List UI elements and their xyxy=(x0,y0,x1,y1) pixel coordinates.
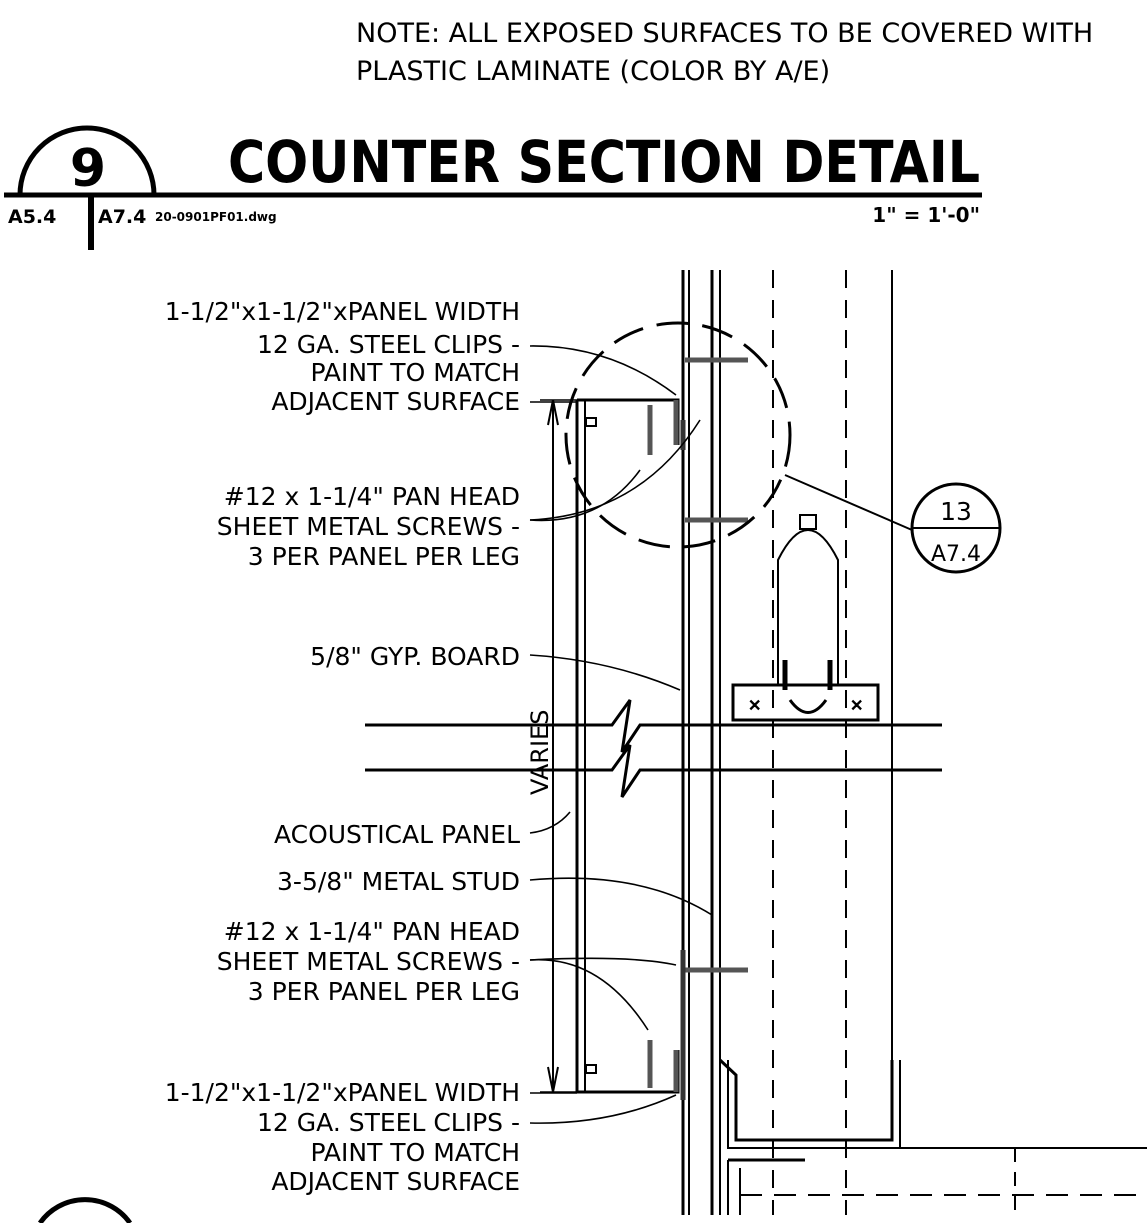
bottom-clips-line-2: 12 GA. STEEL CLIPS - xyxy=(257,1108,520,1137)
leader-lines xyxy=(529,345,713,1124)
bottom-screws-line-2: SHEET METAL SCREWS - xyxy=(217,947,520,976)
top-clip xyxy=(577,398,680,445)
acoustical-panel xyxy=(575,357,748,1100)
sheet-ref-right: A7.4 xyxy=(98,206,146,228)
fixture-body xyxy=(777,529,839,685)
detail-bubble-arc xyxy=(17,125,157,196)
wall-assembly xyxy=(681,270,1147,1215)
bottom-clips-line-1: 1-1/2"x1-1/2"xPANEL WIDTH xyxy=(165,1078,520,1107)
top-clips-line-2: 12 GA. STEEL CLIPS - xyxy=(257,330,520,359)
detail-title: COUNTER SECTION DETAIL xyxy=(228,128,980,196)
top-screws-line-2: SHEET METAL SCREWS - xyxy=(217,512,520,541)
bottom-fastener xyxy=(585,1064,597,1074)
next-detail-bubble-arc xyxy=(37,1197,133,1223)
general-note: NOTE: ALL EXPOSED SURFACES TO BE COVERED… xyxy=(356,18,1093,87)
top-screws-line-1: #12 x 1-1/4" PAN HEAD xyxy=(224,482,520,511)
cabinet-base xyxy=(718,1058,894,1142)
dimension-label: VARIES xyxy=(526,710,554,795)
sheet-ref-left: A5.4 xyxy=(8,206,56,228)
break-lines xyxy=(365,699,942,798)
detail-number: 9 xyxy=(70,139,106,199)
top-clips-line-1: 1-1/2"x1-1/2"xPANEL WIDTH xyxy=(165,297,520,326)
svg-text:×: × xyxy=(850,695,863,714)
top-clips-line-3: PAINT TO MATCH xyxy=(310,358,520,387)
fixture: × × xyxy=(731,514,880,722)
title-block: 9 COUNTER SECTION DETAIL A5.4 A7.4 20-09… xyxy=(4,125,982,250)
detail-leader xyxy=(784,474,913,531)
top-clips-line-4: ADJACENT SURFACE xyxy=(271,387,520,416)
scale-label: 1" = 1'-0" xyxy=(872,203,980,227)
break-line-upper xyxy=(365,699,942,753)
mounting-bracket xyxy=(731,683,880,722)
detail-circle xyxy=(564,321,792,549)
gyp-board-label: 5/8" GYP. BOARD xyxy=(310,642,520,671)
break-line-lower xyxy=(365,744,942,798)
top-fastener xyxy=(585,417,597,427)
note-line-1: NOTE: ALL EXPOSED SURFACES TO BE COVERED… xyxy=(356,18,1093,49)
bottom-clip xyxy=(577,1050,680,1094)
enlarged-detail-callout: 13 A7.4 xyxy=(564,321,1002,574)
bottom-screws-line-1: #12 x 1-1/4" PAN HEAD xyxy=(224,917,520,946)
top-screws-line-3: 3 PER PANEL PER LEG xyxy=(248,542,520,571)
detail-reference-sheet: A7.4 xyxy=(931,542,981,567)
note-line-2: PLASTIC LAMINATE (COLOR BY A/E) xyxy=(356,56,830,87)
metal-stud-label: 3-5/8" METAL STUD xyxy=(277,867,520,896)
detail-reference-number: 13 xyxy=(940,497,972,526)
svg-text:×: × xyxy=(748,695,761,714)
bottom-screws-line-3: 3 PER PANEL PER LEG xyxy=(248,977,520,1006)
callout-labels: 1-1/2"x1-1/2"xPANEL WIDTH 12 GA. STEEL C… xyxy=(165,297,520,1196)
bottom-clips-line-4: ADJACENT SURFACE xyxy=(271,1167,520,1196)
bottom-clips-line-3: PAINT TO MATCH xyxy=(310,1138,520,1167)
acoustical-panel-label: ACOUSTICAL PANEL xyxy=(274,820,520,849)
file-name: 20-0901PF01.dwg xyxy=(155,210,277,224)
